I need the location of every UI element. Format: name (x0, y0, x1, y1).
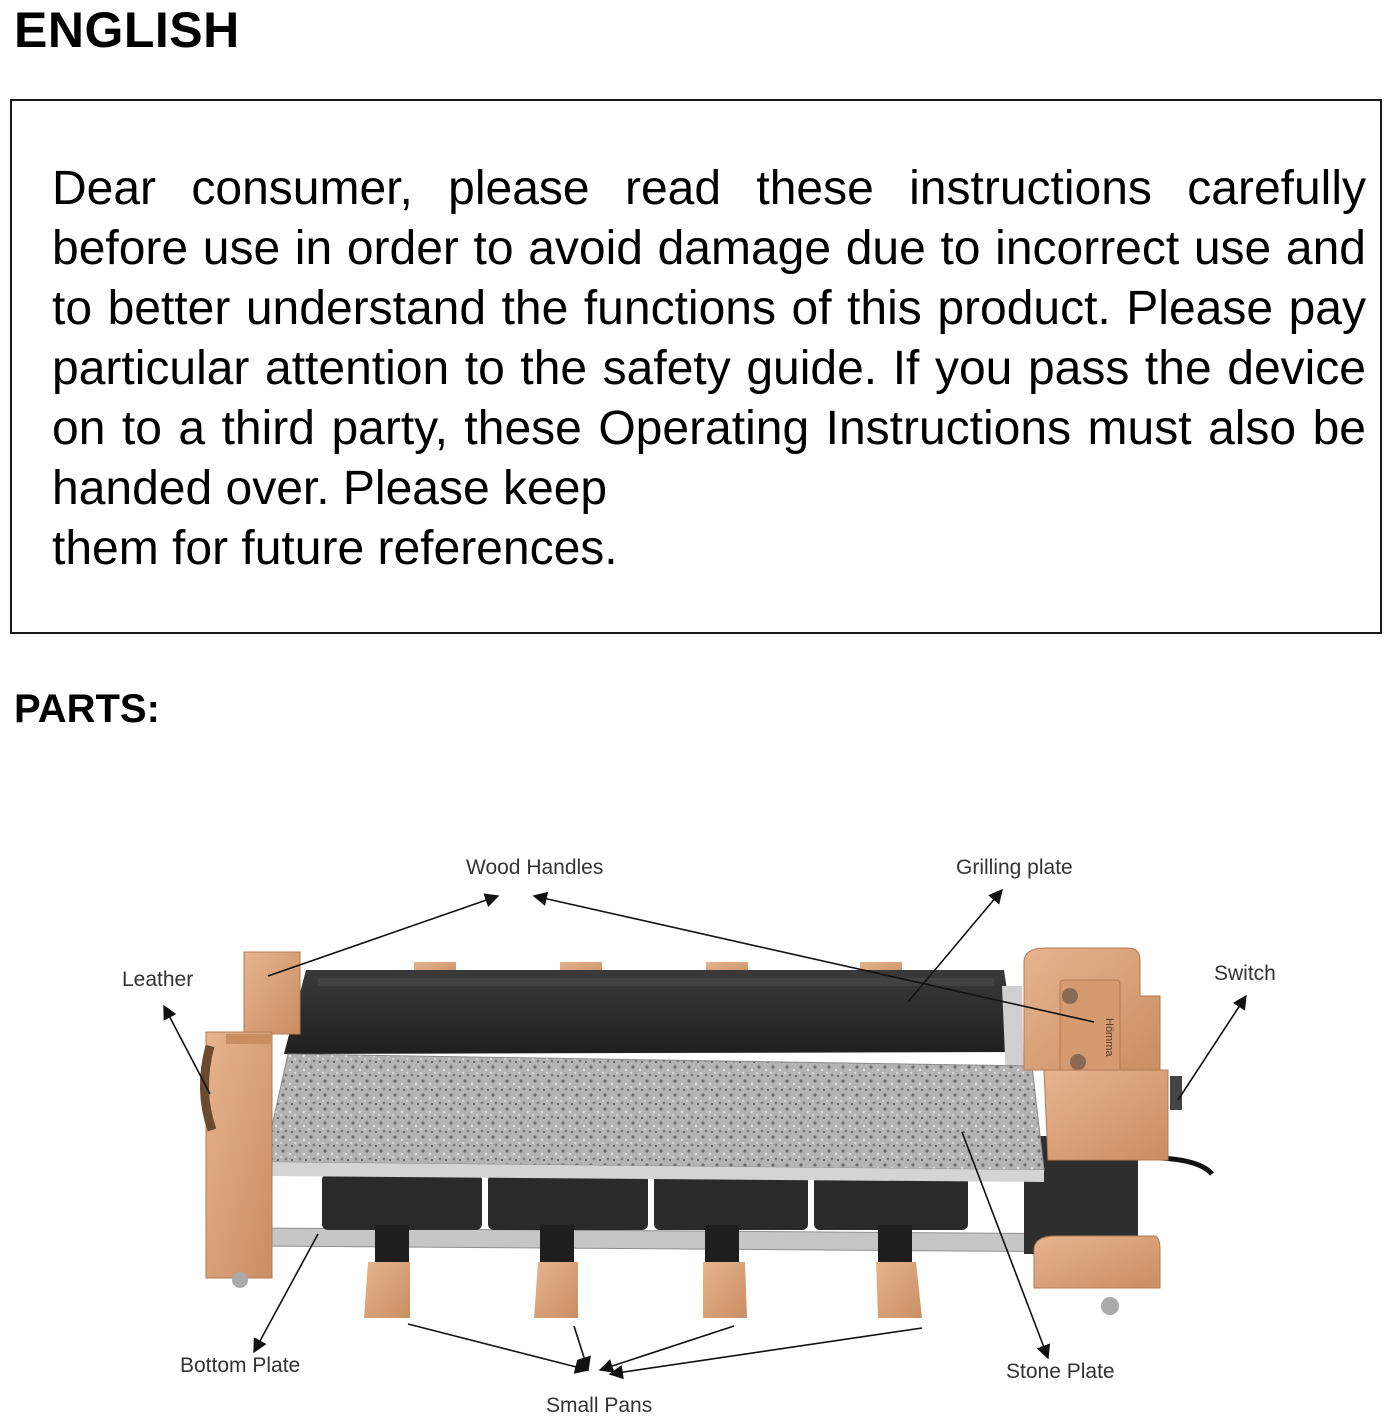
page-title: ENGLISH (14, 2, 240, 58)
consumer-notice-text: Dear consumer, please read these instruc… (52, 159, 1366, 579)
label-grilling-plate: Grilling plate (956, 856, 1073, 880)
stone-plate-shape (264, 1054, 1044, 1170)
consumer-notice-box: Dear consumer, please read these instruc… (10, 99, 1382, 634)
right-wood-foot (1034, 1236, 1160, 1288)
label-bottom-plate: Bottom Plate (180, 1354, 300, 1378)
brand-mark: Hömma (1103, 1018, 1115, 1057)
label-switch: Switch (1214, 962, 1276, 986)
label-small-pans: Small Pans (546, 1394, 652, 1418)
parts-heading: PARTS: (14, 686, 160, 732)
parts-diagram: Hömma Wood Handles Grilling plate Leathe… (0, 840, 1396, 1426)
right-wood-side (1044, 1070, 1168, 1160)
label-stone-plate: Stone Plate (1006, 1360, 1115, 1384)
left-wood-block (206, 1032, 272, 1278)
switch (1170, 1076, 1182, 1110)
left-wood-block-top (244, 952, 300, 1034)
notice-last-line: them for future references. (52, 519, 1366, 579)
notice-body: Dear consumer, please read these instruc… (52, 162, 1366, 515)
label-wood-handles: Wood Handles (466, 856, 603, 880)
raclette-grill-illustration: Hömma (0, 840, 1396, 1426)
label-leather: Leather (122, 968, 193, 992)
